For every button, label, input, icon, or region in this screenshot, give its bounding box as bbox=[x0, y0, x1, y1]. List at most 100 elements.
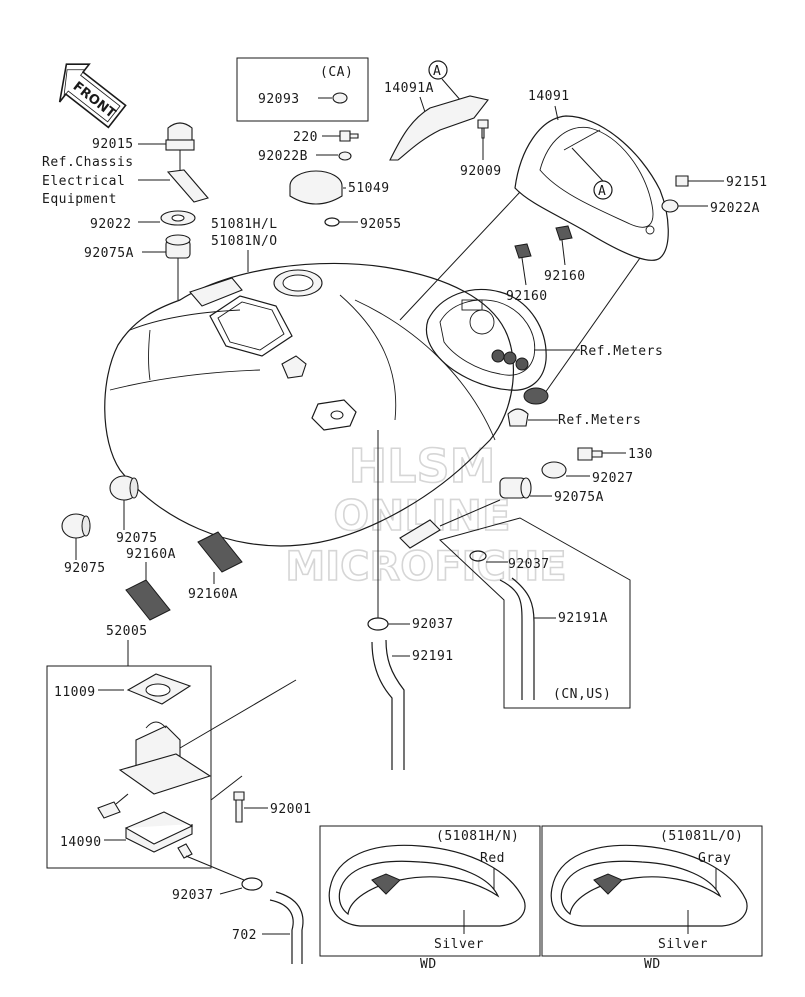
label-14090: 14090 bbox=[60, 835, 102, 850]
label-92075A-left: 92075A bbox=[84, 246, 134, 261]
bolt-130-icon bbox=[577, 447, 603, 461]
screw-220-icon bbox=[339, 130, 359, 142]
label-92160-1: 92160 bbox=[544, 269, 586, 284]
label-92009: 92009 bbox=[460, 164, 502, 179]
washer-92022A-icon bbox=[661, 199, 679, 213]
bolt-92001-icon bbox=[233, 791, 245, 823]
meter-cover-14091-icon bbox=[514, 115, 669, 261]
fuel-pump-52005-box bbox=[46, 665, 212, 869]
tank-right-wd: WD bbox=[644, 957, 661, 972]
tank-right-base-color: Silver bbox=[658, 937, 708, 952]
bracket-strap-icon bbox=[166, 169, 209, 203]
tank-variant-gray-icon bbox=[550, 844, 748, 934]
tank-right-code: (51081L/O) bbox=[660, 829, 743, 844]
label-220: 220 bbox=[293, 130, 318, 145]
label-92093: 92093 bbox=[258, 92, 300, 107]
watermark-line-3: MICROFICHE bbox=[285, 544, 566, 590]
tank-variant-gray-box bbox=[541, 825, 763, 957]
label-51081-line-2: 51081N/O bbox=[211, 234, 278, 249]
damper-92075A-icon bbox=[165, 234, 191, 259]
label-130: 130 bbox=[628, 447, 653, 462]
label-14091: 14091 bbox=[528, 89, 570, 104]
label-51049: 51049 bbox=[348, 181, 390, 196]
tank-left-code: (51081H/N) bbox=[436, 829, 519, 844]
damper-92075-upper-icon bbox=[109, 475, 139, 501]
callout-a-2: A bbox=[598, 184, 606, 199]
clamp-92037-right-icon bbox=[469, 550, 487, 562]
label-92160-2: 92160 bbox=[506, 289, 548, 304]
label-92037-low: 92037 bbox=[172, 888, 214, 903]
label-92037-mid: 92037 bbox=[412, 617, 454, 632]
watermark-line-1: HLSM bbox=[349, 439, 496, 493]
label-92160A-a: 92160A bbox=[126, 547, 176, 562]
connector-icon bbox=[97, 793, 129, 819]
washer-92022B-icon bbox=[338, 151, 352, 161]
grommet-92160A-right-icon bbox=[197, 531, 243, 573]
label-92015: 92015 bbox=[92, 137, 134, 152]
label-92001: 92001 bbox=[270, 802, 312, 817]
ref-chassis-line-2: Electrical bbox=[42, 174, 125, 189]
label-92022A: 92022A bbox=[710, 201, 760, 216]
callout-a-circle-1 bbox=[428, 60, 448, 80]
ca-header: (CA) bbox=[320, 65, 353, 80]
ref-meters-label-2: Ref.Meters bbox=[558, 413, 641, 428]
label-92075A-right: 92075A bbox=[554, 490, 604, 505]
label-92027: 92027 bbox=[592, 471, 634, 486]
screw-92151-icon bbox=[675, 175, 689, 187]
fitting-icon bbox=[399, 519, 441, 549]
label-92191: 92191 bbox=[412, 649, 454, 664]
part-92093-icon bbox=[332, 92, 348, 104]
ref-meters-label-1: Ref.Meters bbox=[580, 344, 663, 359]
label-52005: 52005 bbox=[106, 624, 148, 639]
label-92151: 92151 bbox=[726, 175, 768, 190]
clamp-92037-mid-icon bbox=[367, 617, 389, 631]
front-arrow-icon: FRONT bbox=[58, 63, 127, 129]
ref-chassis-line-3: Equipment bbox=[42, 192, 117, 207]
label-92191A: 92191A bbox=[558, 611, 608, 626]
cover-14090-icon bbox=[124, 811, 194, 853]
damper-92075-lower-icon bbox=[61, 513, 91, 539]
bracket-14091A-icon bbox=[389, 95, 489, 161]
label-92160A-b: 92160A bbox=[188, 587, 238, 602]
grommet-92160A-left-icon bbox=[125, 579, 171, 621]
grommet-92160-upper-icon bbox=[555, 225, 573, 241]
label-11009: 11009 bbox=[54, 685, 96, 700]
grommet-92160-lower-icon bbox=[514, 243, 532, 259]
cn-us-variant-box bbox=[439, 517, 631, 709]
watermark: HLSM ONLINE MICROFICHE bbox=[285, 438, 568, 591]
hose-92191A-icon bbox=[499, 577, 535, 700]
cn-us-label: (CN,US) bbox=[553, 687, 611, 702]
label-92075-a: 92075 bbox=[116, 531, 158, 546]
o-ring-92055-icon bbox=[324, 217, 340, 227]
pump-nipple-icon bbox=[177, 843, 193, 859]
label-92037-right: 92037 bbox=[508, 557, 550, 572]
hose-92191-icon bbox=[371, 639, 405, 770]
tank-left-wd: WD bbox=[420, 957, 437, 972]
gasket-11009-icon bbox=[126, 673, 192, 705]
fuel-cap-51049-icon bbox=[289, 170, 343, 205]
grommet-meters-icon bbox=[507, 408, 529, 427]
label-92022B: 92022B bbox=[258, 149, 308, 164]
label-14091A: 14091A bbox=[384, 81, 434, 96]
cap-nut-92015-icon bbox=[165, 122, 195, 151]
label-92055: 92055 bbox=[360, 217, 402, 232]
damper-92075A-right-icon bbox=[499, 477, 532, 499]
label-702: 702 bbox=[232, 928, 257, 943]
collar-92027-icon bbox=[541, 461, 567, 479]
label-92075-b: 92075 bbox=[64, 561, 106, 576]
fuel-pump-body-icon bbox=[118, 721, 212, 795]
ref-chassis-line-1: Ref.Chassis bbox=[42, 155, 134, 170]
tank-left-base-color: Silver bbox=[434, 937, 484, 952]
label-92022: 92022 bbox=[90, 217, 132, 232]
meter-assembly-icon bbox=[425, 288, 549, 405]
ca-variant-box bbox=[236, 57, 369, 122]
callout-a-1: A bbox=[433, 64, 441, 79]
clamp-92037-low-icon bbox=[241, 877, 263, 891]
tank-variant-red-box bbox=[319, 825, 541, 957]
tank-right-color: Gray bbox=[698, 851, 731, 866]
label-51081-line-1: 51081H/L bbox=[211, 217, 278, 232]
tank-left-color: Red bbox=[480, 851, 505, 866]
hose-702-icon bbox=[269, 891, 304, 964]
